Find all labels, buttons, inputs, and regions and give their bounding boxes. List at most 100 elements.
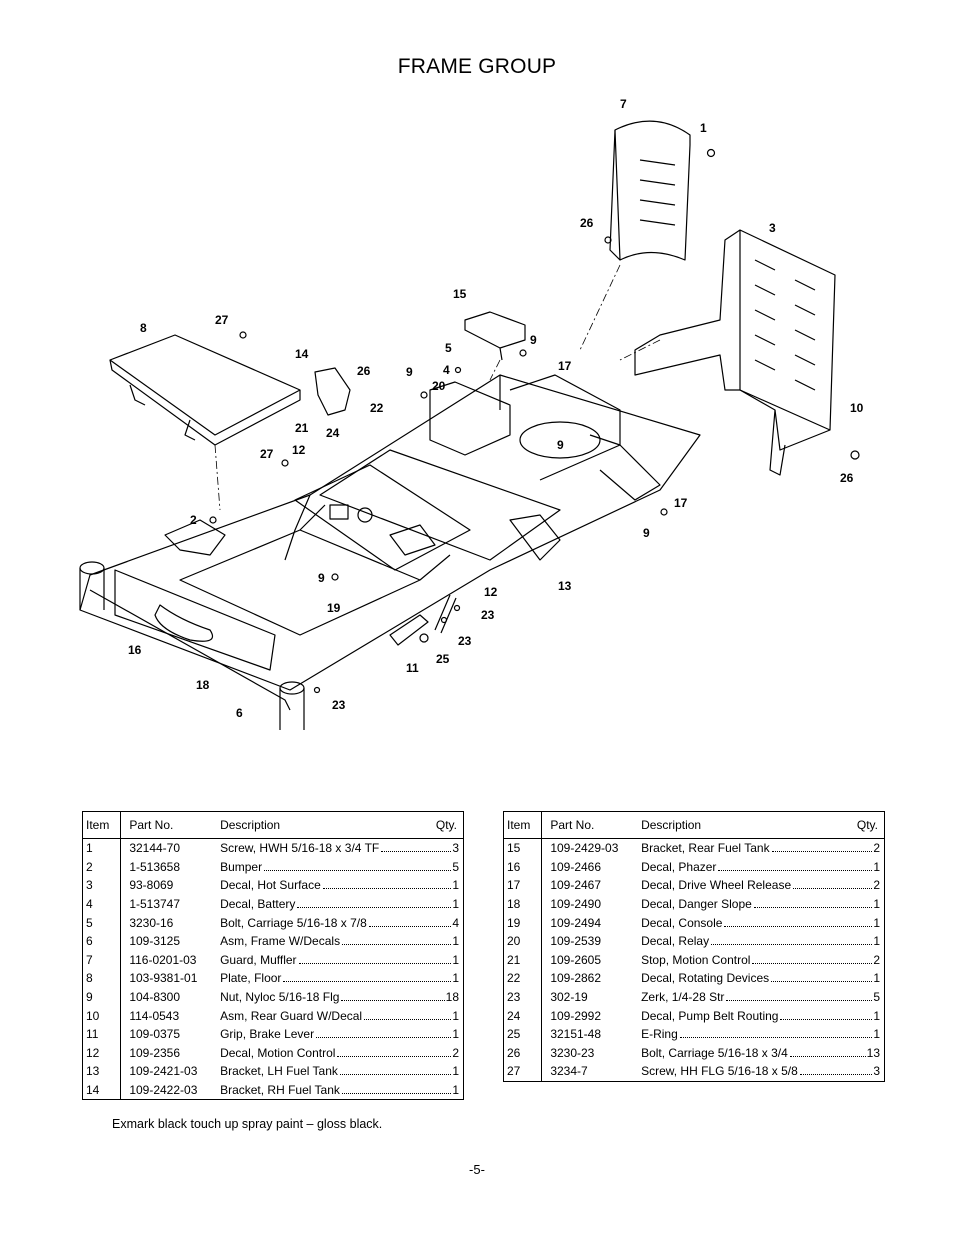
rear-guard-part <box>634 229 836 476</box>
row-part-no: 109-2490 <box>550 897 602 912</box>
header-item: Item <box>82 811 122 839</box>
dot-leader <box>264 869 452 871</box>
console-part <box>294 464 471 571</box>
row-qty: 1 <box>452 1008 459 1023</box>
row-qty: 1 <box>873 1027 880 1042</box>
callout-23b: 23 <box>458 634 472 648</box>
callout-13: 13 <box>558 579 572 593</box>
row-qty: 1 <box>873 859 880 874</box>
leader-lines <box>214 264 661 511</box>
callout-9b: 9 <box>406 365 413 379</box>
row-qty: 18 <box>445 990 459 1005</box>
row-part-no: 109-2467 <box>550 878 602 893</box>
header-description: Qty.Description <box>637 811 885 839</box>
row-part-no: 3234-7 <box>550 1064 588 1079</box>
callout-labels: 7 1 26 3 15 9 8 27 14 26 5 4 9 20 17 22 … <box>128 97 864 720</box>
row-part-no: 109-2356 <box>129 1045 181 1060</box>
dot-leader <box>711 944 873 946</box>
dot-leader <box>793 888 873 890</box>
row-description: Asm, Rear Guard W/Decal <box>220 1008 363 1023</box>
row-part-no: 109-2421-03 <box>129 1064 198 1079</box>
callout-16: 16 <box>128 643 142 657</box>
row-part-no: 93-8069 <box>129 878 174 893</box>
dot-leader <box>789 1055 866 1057</box>
header-description-label: Description <box>220 818 281 832</box>
callout-9e: 9 <box>318 571 325 585</box>
row-qty: 3 <box>873 1064 880 1079</box>
row-qty: 1 <box>452 934 459 949</box>
row-item: 4 <box>82 894 122 914</box>
dot-leader <box>724 925 873 927</box>
row-part-no: 302-19 <box>550 990 588 1005</box>
row-qty: 1 <box>873 897 880 912</box>
dot-leader <box>718 869 873 871</box>
row-description: Screw, HWH 5/16-18 x 3/4 TF <box>220 841 380 856</box>
row-item: 22 <box>503 969 543 988</box>
dot-leader <box>726 1000 873 1002</box>
dot-leader <box>297 907 452 909</box>
row-part-no: 109-2422-03 <box>129 1083 198 1098</box>
row-description: Bracket, LH Fuel Tank <box>220 1064 338 1079</box>
exploded-view-diagram: 7 1 26 3 15 9 8 27 14 26 5 4 9 20 17 22 … <box>79 97 864 730</box>
row-qty: 1 <box>873 934 880 949</box>
dot-leader <box>753 907 873 909</box>
callout-20: 20 <box>432 379 446 393</box>
row-description: Bolt, Carriage 5/16-18 x 7/8 <box>220 915 367 930</box>
hardware-parts <box>209 148 860 694</box>
row-part-no: 114-0543 <box>129 1008 180 1023</box>
row-qty: 13 <box>866 1045 880 1060</box>
callout-26c: 26 <box>840 471 854 485</box>
callout-21: 21 <box>295 421 309 435</box>
brake-lever-part <box>389 594 457 646</box>
row-part-no: 109-0375 <box>129 1027 181 1042</box>
callout-19: 19 <box>327 601 341 615</box>
row-description: Decal, Battery <box>220 897 296 912</box>
callout-14: 14 <box>295 347 309 361</box>
callout-22: 22 <box>370 401 384 415</box>
dot-leader <box>298 962 452 964</box>
row-part-no: 109-2429-03 <box>550 841 619 856</box>
dot-leader <box>799 1074 873 1076</box>
callout-9c: 9 <box>557 438 564 452</box>
row-item: 8 <box>82 969 122 988</box>
row-qty: 1 <box>873 1008 880 1023</box>
callout-23c: 23 <box>332 698 346 712</box>
row-qty: 1 <box>452 1064 459 1079</box>
callout-9: 9 <box>530 333 537 347</box>
row-part-no: 103-9381-01 <box>129 971 198 986</box>
row-description: Guard, Muffler <box>220 952 297 967</box>
row-description: Zerk, 1/4-28 Str <box>641 990 725 1005</box>
header-qty: Qty. <box>435 818 457 832</box>
dot-leader <box>368 925 452 927</box>
row-description-cell: Asm, Rear Guard W/Decal 1 <box>216 1006 463 1025</box>
callout-5: 5 <box>445 341 452 355</box>
row-description: Grip, Brake Lever <box>220 1027 315 1042</box>
row-description-cell: Bracket, LH Fuel Tank 1 <box>216 1062 463 1081</box>
row-item: 24 <box>503 1006 543 1025</box>
row-description: Decal, Drive Wheel Release <box>641 878 792 893</box>
row-part-no: 116-0201-03 <box>129 952 197 967</box>
dot-leader <box>283 981 452 983</box>
page-number: -5- <box>469 1162 485 1177</box>
row-item: 19 <box>503 913 543 932</box>
